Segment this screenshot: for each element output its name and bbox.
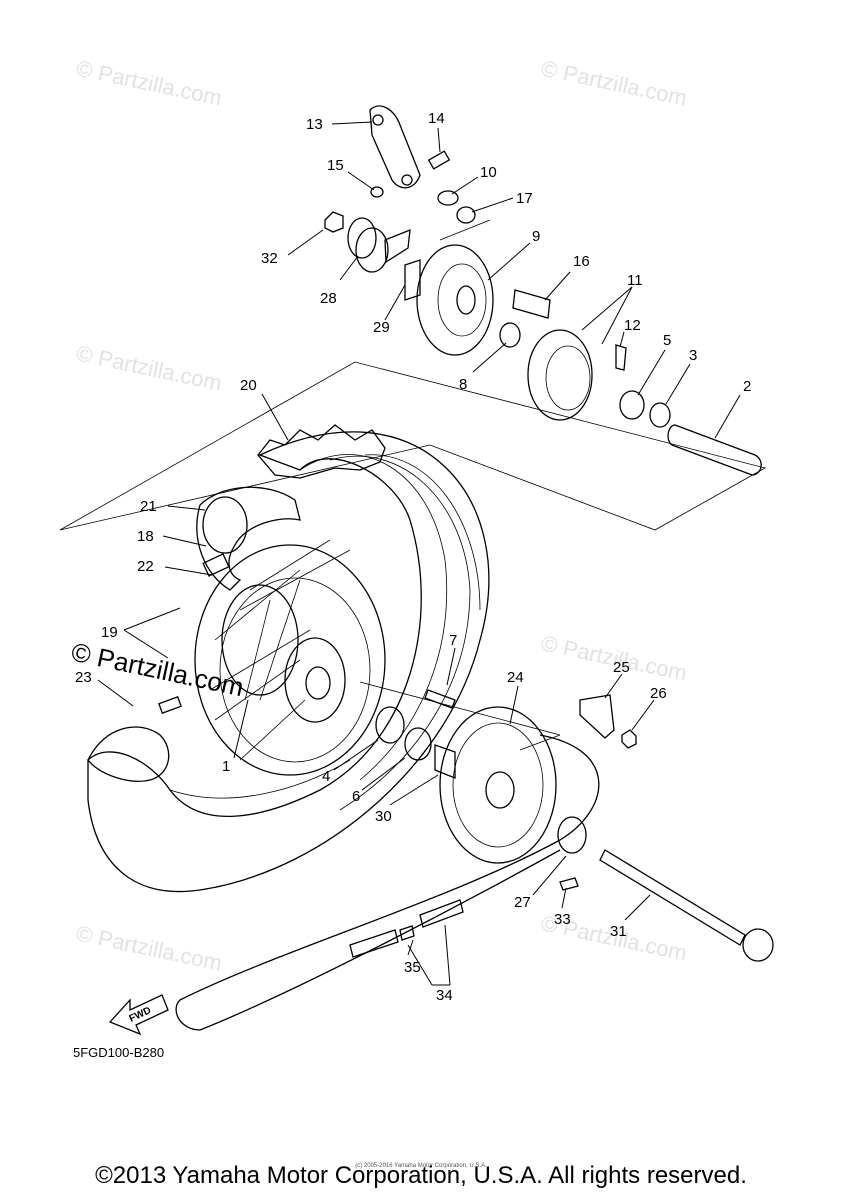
callout-13: 13 [306,116,323,133]
callout-15: 15 [327,157,344,174]
callout-16: 16 [573,253,590,270]
callout-19: 19 [101,624,118,641]
leader-lines [97,121,741,986]
callout-12: 12 [624,317,641,334]
callout-23: 23 [75,669,92,686]
callout-21: 21 [140,498,157,515]
watermark: © Partzilla.com [539,55,689,110]
callout-7: 7 [449,632,457,649]
callout-11: 11 [627,272,643,289]
small-copyright: (c) 2005-2016 Yamaha Motor Corporation, … [355,1163,487,1169]
watermark: © Partzilla.com [74,920,224,975]
brake-assembly [324,105,762,476]
callout-1: 1 [222,758,230,775]
callout-5: 5 [663,332,671,349]
callout-8: 8 [459,376,467,393]
callout-35: 35 [404,959,421,976]
callout-20: 20 [240,377,257,394]
watermark: © Partzilla.com [74,340,224,395]
callout-24: 24 [507,669,524,686]
rim-and-spokes [194,539,386,776]
callout-30: 30 [375,808,392,825]
drive-chain [175,734,600,1031]
callout-26: 26 [650,685,667,702]
callout-27: 27 [514,894,531,911]
fwd-label: FWD [128,1005,153,1025]
forward-arrow: FWD [108,994,169,1036]
copyright-notice: ©2013 Yamaha Motor Corporation, U.S.A. A… [95,1162,747,1189]
watermark: © Partzilla.com [74,55,224,110]
rear-sprocket [347,217,637,891]
callout-18: 18 [137,528,154,545]
callout-6: 6 [352,788,360,805]
hub-parts [375,689,456,779]
callout-32: 32 [261,250,278,267]
callout-9: 9 [532,228,540,245]
tire [87,424,490,893]
callout-22: 22 [137,558,154,575]
callout-34: 34 [436,987,453,1004]
axle [599,849,774,962]
valve [158,553,230,714]
watermarks: © Partzilla.com © Partzilla.com © Partzi… [69,55,689,975]
callout-31: 31 [610,923,627,940]
inner-tube [196,486,301,591]
callout-2: 2 [743,378,751,395]
callout-10: 10 [480,164,497,181]
callout-labels: 1 2 3 4 5 6 7 8 9 10 11 12 13 14 15 16 1… [75,110,751,1004]
callout-14: 14 [428,110,445,127]
callout-4: 4 [322,768,330,785]
callout-33: 33 [554,911,571,928]
callout-3: 3 [689,347,697,364]
callout-17: 17 [516,190,533,207]
callout-25: 25 [613,659,630,676]
callout-28: 28 [320,290,337,307]
diagram-code: 5FGD100-B280 [73,1045,165,1060]
assembly-guide-lines [59,219,767,751]
callout-29: 29 [373,319,390,336]
